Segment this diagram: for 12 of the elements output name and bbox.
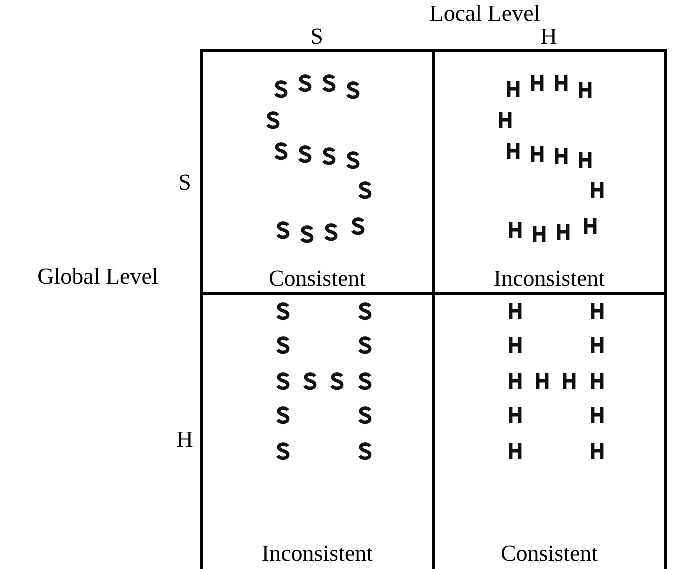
cell-caption: Inconsistent (262, 541, 374, 567)
header-letter: H (176, 427, 194, 453)
table-cell (432, 49, 667, 295)
table-cell (200, 49, 435, 295)
cell-caption: Inconsistent (494, 266, 606, 292)
header-letter: S (178, 170, 192, 196)
header-letter: H (540, 24, 558, 50)
cell-caption: Consistent (500, 541, 598, 567)
axis-title: Local Level (430, 1, 540, 27)
header-letter: S (310, 24, 324, 50)
axis-title: Global Level (38, 264, 158, 290)
cell-caption: Consistent (268, 266, 366, 292)
